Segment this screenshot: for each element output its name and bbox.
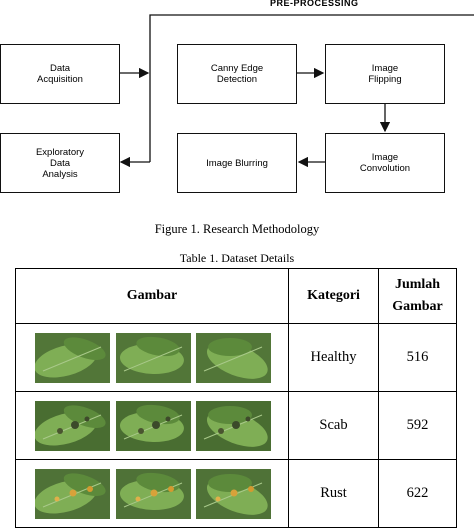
leaf-photo [115,468,191,519]
jumlah-gambar-cell: 516 [378,323,457,392]
leaf-image-icon [196,468,271,519]
leaf-photo [196,468,271,519]
methodology-diagram: PRE-PROCESSING Data Acquisition Explorat… [0,0,474,222]
node-data-acquisition: Data Acquisition [0,44,120,104]
leaf-photo [196,400,271,451]
kategori-cell: Healthy [288,323,379,392]
leaf-image-icon [35,332,110,383]
leaf-photo [115,332,191,383]
jumlah-gambar-cell: 622 [378,459,457,528]
leaf-image-icon [115,332,191,383]
leaf-photos-cell [15,459,289,528]
header-kategori: Kategori [288,268,379,324]
leaf-image-icon [196,400,271,451]
leaf-photo [35,332,110,383]
diagram-connectors [119,14,474,168]
node-image-convolution: Image Convolution [325,133,445,193]
header-gambar: Gambar [15,268,289,324]
table-header-row: Gambar Kategori Jumlah Gambar [15,268,457,324]
node-image-flipping: Image Flipping [325,44,445,104]
kategori-cell: Scab [288,391,379,460]
leaf-image-icon [35,400,110,451]
kategori-cell: Rust [288,459,379,528]
leaf-photo [35,400,110,451]
table-caption: Table 1. Dataset Details [179,251,295,265]
node-canny-edge-detection: Canny Edge Detection [177,44,297,104]
header-jumlah-gambar: Jumlah Gambar [378,268,457,324]
leaf-photos-cell [15,391,289,460]
leaf-image-icon [196,332,271,383]
leaf-image-icon [115,468,191,519]
leaf-photo [115,400,191,451]
figure-caption: Figure 1. Research Methodology [154,222,320,236]
preprocessing-frame [149,14,474,162]
node-image-blurring: Image Blurring [177,133,297,193]
leaf-photos-cell [15,323,289,392]
preprocessing-label: PRE-PROCESSING [270,0,359,8]
leaf-photo [35,468,110,519]
leaf-image-icon [35,468,110,519]
leaf-photo [196,332,271,383]
node-exploratory-data-analysis: Exploratory Data Analysis [0,133,120,193]
leaf-image-icon [115,400,191,451]
jumlah-gambar-cell: 592 [378,391,457,460]
